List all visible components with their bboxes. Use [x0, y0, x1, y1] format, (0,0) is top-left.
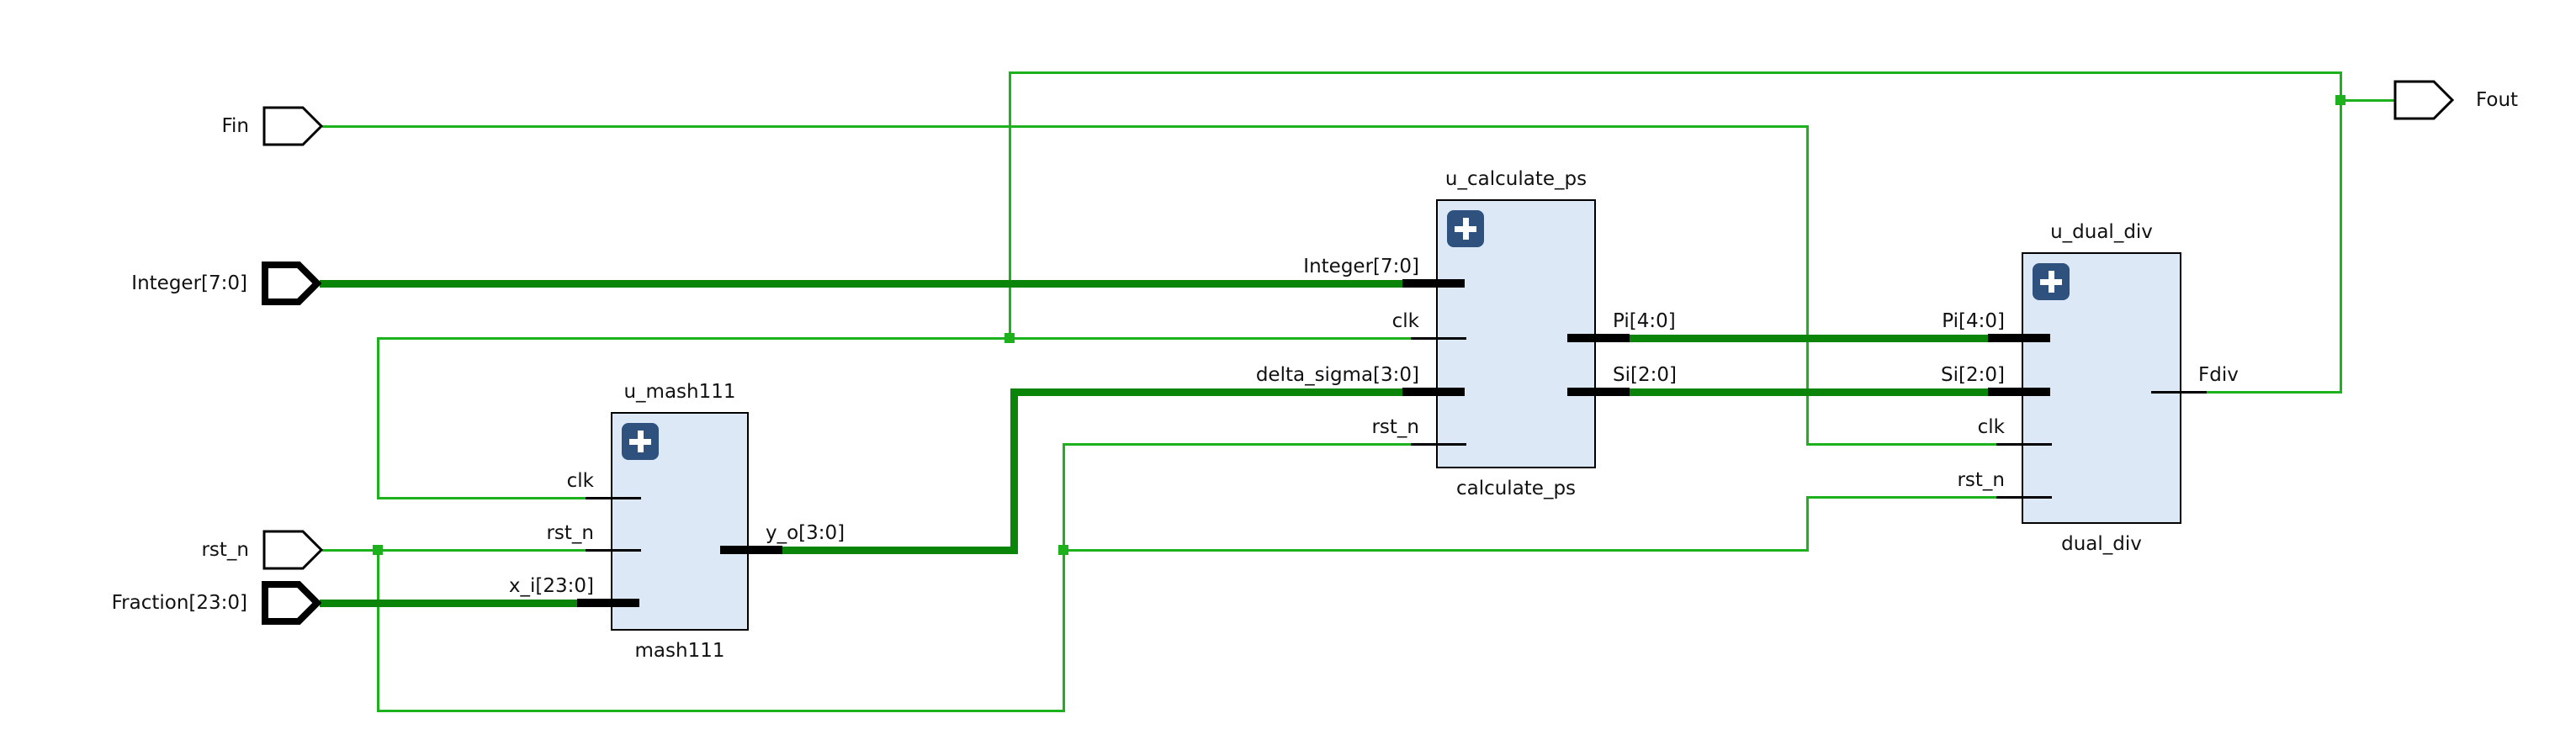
- net-clk-internal[interactable]: [376, 336, 379, 499]
- net-y_o-delta-bus[interactable]: [1010, 388, 1407, 396]
- port-label-Si: Si[2:0]: [1941, 364, 2005, 386]
- net-Fin[interactable]: [1805, 442, 1998, 446]
- port-mash111-y_o[interactable]: [720, 546, 782, 554]
- port-label-Fdiv: Fdiv: [2198, 364, 2239, 386]
- port-label-Integer: Integer[7:0]: [1303, 256, 1419, 277]
- port-calculate_ps-Si[interactable]: [1567, 388, 1630, 396]
- port-dual_div-rst_n[interactable]: [1996, 495, 2052, 499]
- net-junction-dot: [1058, 545, 1068, 555]
- net-Pi-bus[interactable]: [1625, 334, 1992, 342]
- io-port-label-Fin: Fin: [221, 115, 249, 137]
- port-label-clk: clk: [1977, 416, 2005, 438]
- io-port-label-Fraction: Fraction[23:0]: [111, 592, 247, 614]
- net-rst_n-loop[interactable]: [1062, 442, 1065, 712]
- net-rst_n-main[interactable]: [321, 548, 587, 552]
- net-Fout-stub[interactable]: [2339, 98, 2395, 102]
- port-label-y_o: y_o[3:0]: [766, 522, 845, 544]
- net-Fraction-bus[interactable]: [319, 599, 581, 607]
- net-clk-internal[interactable]: [376, 336, 1413, 340]
- port-label-x_i: x_i[23:0]: [508, 575, 594, 597]
- port-calculate_ps-clk[interactable]: [1411, 336, 1466, 340]
- block-module-name: calculate_ps: [1455, 478, 1577, 499]
- net-rst_n-loop[interactable]: [1062, 442, 1413, 446]
- expand-icon[interactable]: [2033, 263, 2070, 300]
- port-label-clk: clk: [1391, 310, 1419, 332]
- port-label-delta_sigma: delta_sigma[3:0]: [1255, 364, 1419, 386]
- expand-icon[interactable]: [622, 423, 659, 460]
- io-port-Fraction[interactable]: [261, 580, 322, 629]
- net-rst_n-branch[interactable]: [1805, 495, 1998, 499]
- port-dual_div-Pi[interactable]: [1988, 334, 2050, 342]
- port-label-clk: clk: [566, 470, 594, 492]
- port-calculate_ps-rst_n[interactable]: [1411, 442, 1466, 446]
- net-junction-dot: [1004, 333, 1015, 343]
- port-mash111-x_i[interactable]: [577, 599, 639, 607]
- net-junction-dot: [373, 545, 383, 555]
- plus-glyph-v: [2048, 271, 2054, 293]
- port-dual_div-Fdiv[interactable]: [2151, 390, 2207, 394]
- net-rst_n-branch[interactable]: [1805, 495, 1809, 552]
- net-Fin[interactable]: [321, 124, 1809, 128]
- plus-glyph-v: [1462, 218, 1469, 240]
- block-module-name: dual_div: [2061, 533, 2142, 555]
- net-Si-bus[interactable]: [1625, 388, 1992, 396]
- port-calculate_ps-Integer[interactable]: [1402, 279, 1465, 288]
- net-junction-dot: [2335, 95, 2345, 105]
- io-port-label-Fout: Fout: [2476, 89, 2519, 111]
- io-port-Fin[interactable]: [262, 106, 324, 150]
- net-Integer-bus[interactable]: [319, 279, 1407, 288]
- io-port-label-rst_n: rst_n: [201, 539, 249, 561]
- net-Fout-feedback[interactable]: [2339, 71, 2342, 394]
- net-clk-internal[interactable]: [376, 496, 587, 499]
- plus-glyph-v: [637, 431, 644, 452]
- port-label-Si: Si[2:0]: [1613, 364, 1677, 386]
- block-instance-name: u_dual_div: [2050, 221, 2153, 243]
- net-Fin[interactable]: [1805, 124, 1809, 446]
- net-rst_n-loop[interactable]: [376, 548, 379, 712]
- net-Fout-feedback[interactable]: [1008, 71, 1011, 340]
- net-Fout-feedback[interactable]: [1008, 71, 2342, 74]
- io-port-rst_n[interactable]: [262, 530, 324, 573]
- net-rst_n-loop[interactable]: [376, 709, 1065, 712]
- net-y_o-delta-bus[interactable]: [778, 546, 1018, 554]
- port-label-rst_n: rst_n: [546, 522, 594, 544]
- net-rst_n-branch[interactable]: [1062, 548, 1809, 552]
- block-instance-name: u_calculate_ps: [1444, 168, 1587, 190]
- io-port-Fout[interactable]: [2393, 80, 2455, 124]
- port-dual_div-clk[interactable]: [1996, 442, 2052, 446]
- expand-icon[interactable]: [1447, 210, 1484, 247]
- net-Fout-feedback[interactable]: [2205, 390, 2342, 394]
- port-mash111-clk[interactable]: [586, 496, 641, 499]
- port-calculate_ps-Pi[interactable]: [1567, 334, 1630, 342]
- io-port-Integer[interactable]: [261, 261, 322, 309]
- io-port-label-Integer: Integer[7:0]: [131, 272, 247, 294]
- port-label-Pi: Pi[4:0]: [1613, 310, 1676, 332]
- port-dual_div-Si[interactable]: [1988, 388, 2050, 396]
- port-label-Pi: Pi[4:0]: [1942, 310, 2005, 332]
- port-mash111-rst_n[interactable]: [586, 548, 641, 552]
- port-label-rst_n: rst_n: [1957, 469, 2005, 491]
- net-y_o-delta-bus[interactable]: [1010, 388, 1018, 554]
- port-calculate_ps-delta_sigma[interactable]: [1402, 388, 1465, 396]
- block-instance-name: u_mash111: [623, 381, 736, 403]
- port-label-rst_n: rst_n: [1371, 416, 1419, 438]
- block-module-name: mash111: [634, 640, 725, 662]
